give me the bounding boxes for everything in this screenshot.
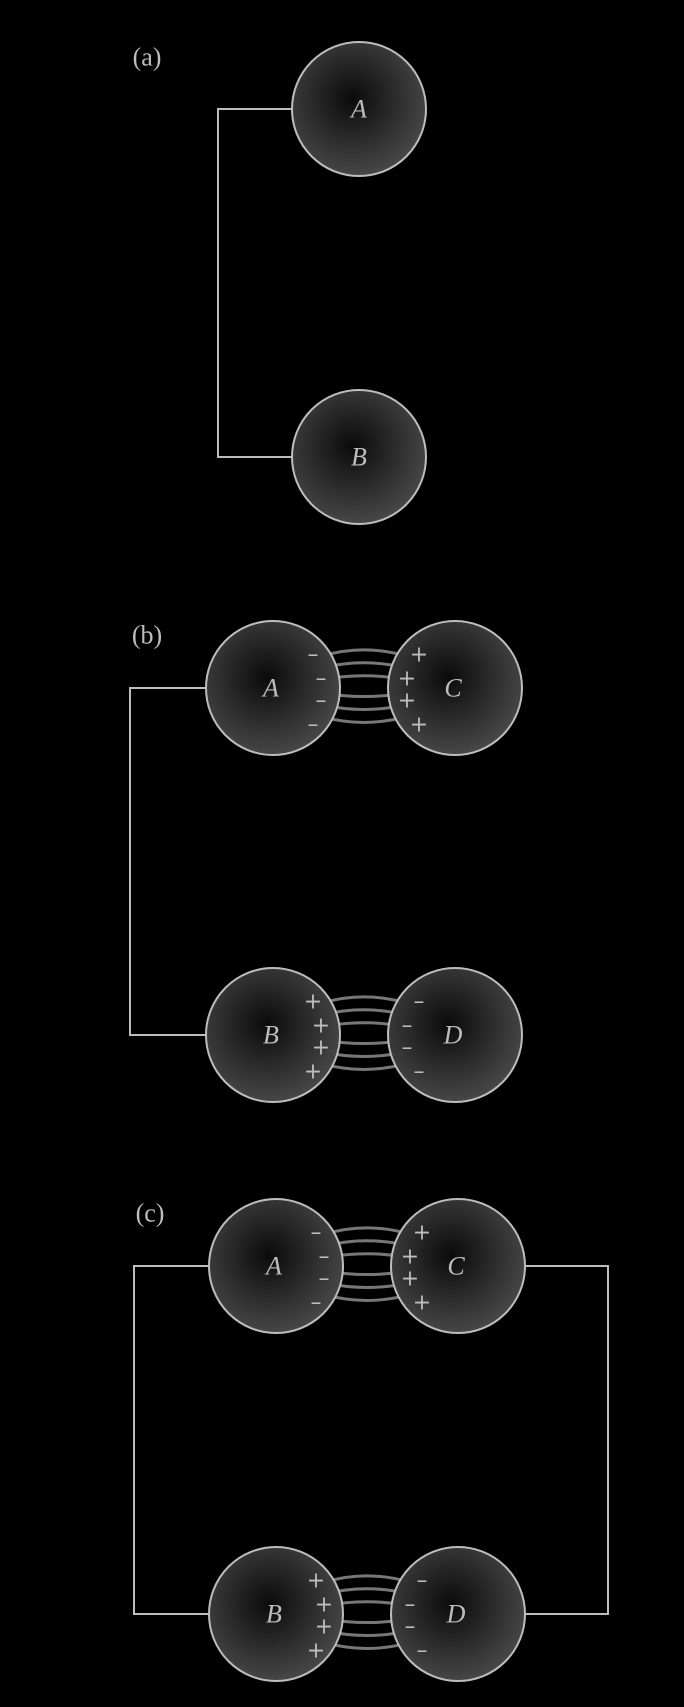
spheres-layer xyxy=(205,41,526,1682)
sphere-a-A xyxy=(291,41,427,177)
sphere-label-b-B: B xyxy=(263,1021,279,1050)
sphere-label-c-A: A xyxy=(264,1252,282,1281)
sphere-label-a-A: A xyxy=(349,95,367,124)
charge-c-C-1: + xyxy=(413,1221,431,1246)
wire-a xyxy=(217,108,292,458)
charge-b-D-1: – xyxy=(414,990,425,1015)
sphere-b-C xyxy=(387,620,523,756)
sphere-label-c-D: D xyxy=(446,1600,466,1629)
charge-b-A-1: – xyxy=(308,643,319,668)
sphere-label-a-B: B xyxy=(351,443,367,472)
field-line-c-top-6 xyxy=(325,1293,409,1302)
sphere-b-B xyxy=(205,967,341,1103)
charge-b-D-3: – xyxy=(402,1036,413,1061)
charge-c-A-3: – xyxy=(319,1267,330,1292)
charge-b-C-3: + xyxy=(398,689,416,714)
charge-c-C-4: + xyxy=(413,1291,431,1316)
field-line-b-top-6 xyxy=(322,715,406,724)
charge-c-D-4: – xyxy=(417,1639,428,1664)
charge-b-A-2: – xyxy=(316,667,327,692)
charge-c-D-3: – xyxy=(405,1615,416,1640)
sphere-label-b-C: C xyxy=(444,674,462,703)
field-line-b-bottom-1 xyxy=(322,995,406,1005)
charge-c-B-1: + xyxy=(307,1569,325,1594)
charge-b-B-4: + xyxy=(304,1060,322,1085)
sphere-b-A xyxy=(205,620,341,756)
charge-b-B-2: + xyxy=(312,1014,330,1039)
sphere-label-c-B: B xyxy=(266,1600,282,1629)
sphere-label-b-A: A xyxy=(261,674,279,703)
charge-b-D-4: – xyxy=(414,1060,425,1085)
wire-c-right xyxy=(525,1265,609,1615)
charge-c-A-4: – xyxy=(311,1291,322,1316)
sphere-a-B xyxy=(291,389,427,525)
sphere-c-B xyxy=(208,1546,344,1682)
sphere-label-b-D: D xyxy=(443,1021,463,1050)
charge-c-D-1: – xyxy=(417,1569,428,1594)
charge-c-B-4: + xyxy=(307,1639,325,1664)
field-line-c-bottom-6 xyxy=(325,1641,409,1650)
sphere-b-D xyxy=(387,967,523,1103)
field-line-b-bottom-6 xyxy=(322,1062,406,1071)
charge-c-B-3: + xyxy=(315,1615,333,1640)
panel-label-c: (c) xyxy=(136,1199,165,1228)
charge-b-A-4: – xyxy=(308,713,319,738)
field-line-c-bottom-1 xyxy=(325,1574,409,1584)
field-line-b-top-1 xyxy=(322,648,406,658)
sphere-c-A xyxy=(208,1198,344,1334)
sphere-c-D xyxy=(390,1546,526,1682)
charge-b-B-1: + xyxy=(304,990,322,1015)
charge-b-C-4: + xyxy=(410,713,428,738)
wire-c-left xyxy=(133,1265,209,1615)
sphere-c-C xyxy=(390,1198,526,1334)
panel-label-a: (a) xyxy=(133,43,162,72)
charge-c-A-2: – xyxy=(319,1245,330,1270)
charge-c-C-3: + xyxy=(401,1267,419,1292)
wire-b xyxy=(129,687,206,1036)
charge-c-D-2: – xyxy=(405,1593,416,1618)
charge-c-C-2: + xyxy=(401,1245,419,1270)
charge-b-C-2: + xyxy=(398,667,416,692)
field-lines-layer xyxy=(322,648,409,1650)
charge-b-A-3: – xyxy=(316,689,327,714)
charge-b-B-3: + xyxy=(312,1036,330,1061)
panel-label-b: (b) xyxy=(132,621,162,650)
charge-c-A-1: – xyxy=(311,1221,322,1246)
field-line-c-top-1 xyxy=(325,1226,409,1236)
wires-layer xyxy=(129,108,609,1615)
charge-c-B-2: + xyxy=(315,1593,333,1618)
charge-b-C-1: + xyxy=(410,643,428,668)
charge-b-D-2: – xyxy=(402,1014,413,1039)
sphere-label-c-C: C xyxy=(447,1252,465,1281)
